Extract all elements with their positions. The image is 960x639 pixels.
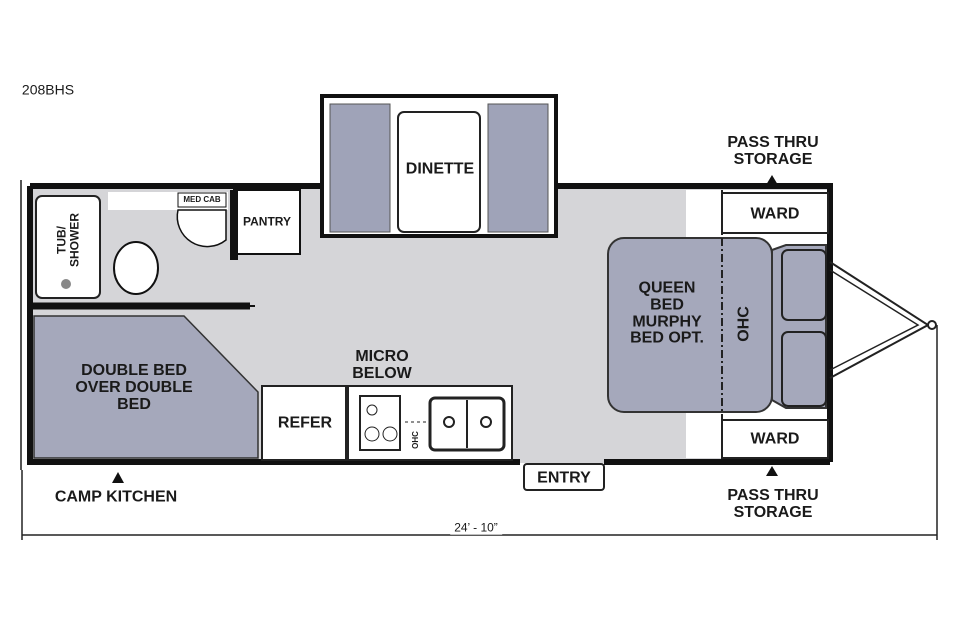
pantry-label: PANTRY xyxy=(243,214,291,229)
bunk-bed xyxy=(33,315,259,459)
length-dimension: 24’ - 10” xyxy=(450,522,502,535)
queen-bed-label: QUEEN BED MURPHY BED OPT. xyxy=(630,279,704,347)
toilet-icon xyxy=(113,241,159,295)
drain-icon xyxy=(61,279,71,289)
exterior-walls xyxy=(27,183,833,465)
tub-shower-label: TUB/ SHOWER xyxy=(54,213,81,267)
wardrobe-top-label: WARD xyxy=(750,205,800,223)
arrow-up-icon xyxy=(112,472,124,483)
arrow-up-icon xyxy=(766,175,778,185)
entry-door xyxy=(523,463,605,491)
pass-thru-storage-top-label: PASS THRU STORAGE xyxy=(727,134,819,168)
dinette-label: DINETTE xyxy=(405,160,475,178)
pass-thru-storage-bottom-label: PASS THRU STORAGE xyxy=(727,487,819,521)
model-name: 208BHS xyxy=(21,81,75,98)
bunk-label: DOUBLE BED OVER DOUBLE BED xyxy=(75,361,193,413)
micro-label: MICRO BELOW xyxy=(352,348,412,382)
entry-label: ENTRY xyxy=(537,469,591,487)
med-cab-label: MED CAB xyxy=(183,194,221,204)
wardrobe-bottom-label: WARD xyxy=(750,430,800,448)
refrigerator xyxy=(261,385,347,461)
dinette-slideout xyxy=(320,94,558,238)
tub xyxy=(35,195,101,299)
arrow-up-icon xyxy=(766,466,778,476)
refer-label: REFER xyxy=(277,414,333,432)
ohc-kitchen-label: OHC xyxy=(410,431,420,449)
camp-kitchen-label: CAMP KITCHEN xyxy=(54,488,178,506)
sink-icon xyxy=(176,209,227,248)
stove-icon xyxy=(359,395,401,451)
ohc-front-label: OHC xyxy=(735,306,753,342)
